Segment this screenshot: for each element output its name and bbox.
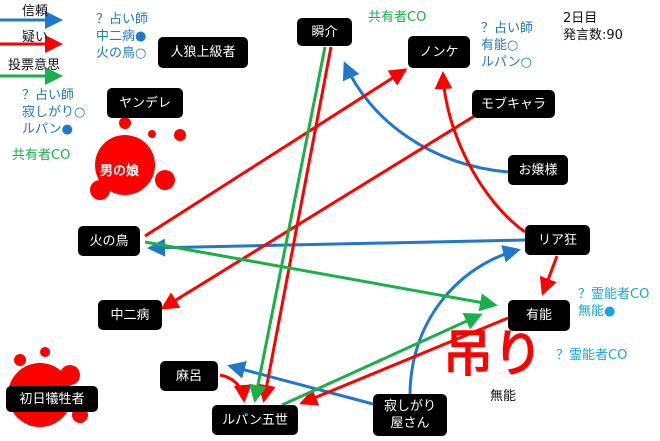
node-maro[interactable]: 麻呂: [160, 361, 218, 391]
node-mob[interactable]: モブキャラ: [472, 90, 555, 118]
node-sabishigari-line2: 屋さん: [390, 416, 430, 431]
otokonoko-splash: [90, 117, 186, 200]
note-line: ？占い師: [481, 21, 534, 36]
note-second-medium: ？霊能者CO: [556, 348, 628, 363]
node-ojousama[interactable]: お嬢様: [508, 155, 568, 185]
node-otokonoko[interactable]: 男の娘: [100, 164, 140, 179]
doubt-arrow: [434, 71, 526, 234]
trust-arrow: [147, 238, 526, 257]
note-otokonoko-co: 共有者CO: [12, 148, 71, 163]
node-yuunou[interactable]: 有能: [508, 300, 570, 331]
note-nonke: ？占い師 有能○ ルパン○: [481, 20, 533, 71]
note-line: ？占い師: [96, 12, 149, 27]
note-line: ルパン○: [481, 55, 532, 70]
note-munou: 無能: [490, 389, 517, 404]
doubt-arrow: [257, 46, 333, 403]
note-yuunou: ？霊能者CO 無能●: [578, 286, 649, 320]
node-chuni[interactable]: 中二病: [98, 300, 162, 330]
node-shunsuke[interactable]: 瞬介: [297, 18, 352, 46]
doubt-arrow: [160, 113, 477, 310]
node-yandere[interactable]: ヤンデレ: [107, 88, 183, 118]
node-victim[interactable]: 初日犠牲者: [6, 386, 98, 412]
node-nonke[interactable]: ノンケ: [408, 36, 470, 68]
legend-vote: 投票意思: [8, 58, 61, 73]
node-sabishigari-line1: 寂しがり: [383, 399, 436, 414]
vote-arrow: [144, 240, 498, 312]
doubt-arrow: [299, 316, 509, 406]
node-hinotori[interactable]: 火の鳥: [78, 226, 140, 256]
doubt-arrow: [144, 68, 408, 238]
doubt-arrow: [539, 255, 559, 296]
note-line: ？霊能者CO: [578, 287, 650, 302]
vote-arrow: [249, 46, 327, 403]
day-label: 2日目: [563, 11, 598, 26]
note-line: 中二病●: [96, 29, 147, 44]
note-shunsuke-co: 共有者CO: [368, 10, 427, 25]
note-line: 無能●: [578, 304, 616, 319]
doubt-arrow: [219, 373, 252, 403]
note-line: 有能○: [481, 38, 519, 53]
vote-arrow: [281, 313, 483, 407]
trust-arrow: [408, 245, 521, 396]
node-lupin[interactable]: ルパン五世: [212, 405, 298, 435]
legend-trust: 信頼: [22, 4, 49, 19]
hang-label: 吊り: [443, 325, 543, 383]
node-jinrou[interactable]: 人狼上級者: [158, 37, 248, 68]
speech-count: 発言数:90: [563, 28, 623, 43]
node-sabishigari[interactable]: 寂しがり 屋さん: [373, 394, 447, 436]
note-yandere: ？占い師 寂しがり○ ルパン●: [22, 87, 85, 138]
note-line: 寂しがり○: [22, 105, 86, 120]
legend-doubt: 疑い: [22, 30, 49, 45]
note-line: 火の鳥○: [96, 46, 147, 61]
note-line: ？占い師: [22, 88, 75, 103]
trust-arrow: [227, 361, 374, 406]
note-jinrou: ？占い師 中二病● 火の鳥○: [96, 11, 148, 62]
node-riakyo[interactable]: リア狂: [525, 225, 590, 255]
trust-arrow: [342, 61, 509, 174]
note-line: ルパン●: [22, 122, 73, 137]
